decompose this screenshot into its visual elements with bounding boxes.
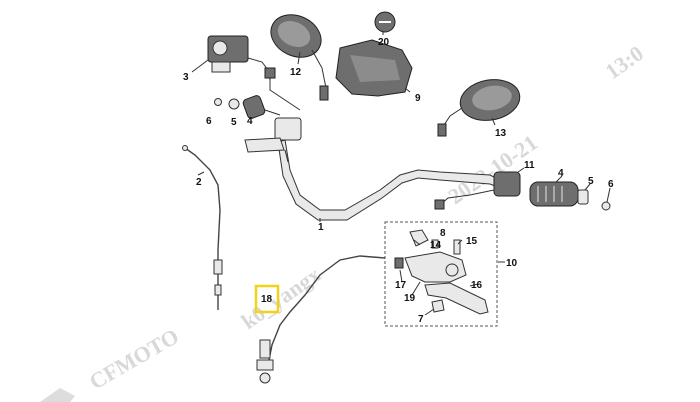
washer-5-left <box>228 98 240 110</box>
leader-3 <box>191 59 209 73</box>
switch-17 <box>394 257 404 269</box>
callout-9: 9 <box>415 93 421 104</box>
leader-4b <box>555 175 563 183</box>
reservoir-14 <box>409 229 429 247</box>
callout-5-left: 5 <box>231 117 237 128</box>
callout-13: 13 <box>495 128 507 139</box>
brake-master-clamp <box>445 263 459 277</box>
callout-2: 2 <box>196 177 202 188</box>
leader-11 <box>517 167 525 173</box>
callout-15: 15 <box>466 236 478 247</box>
right-mirror-bolt <box>437 123 447 137</box>
callout-18: 18 <box>261 294 273 305</box>
leader-15 <box>457 239 463 245</box>
bolt-6-right <box>601 201 611 211</box>
banjo-bolt <box>259 372 271 384</box>
banjo-fitting <box>256 359 274 371</box>
leader-13 <box>491 117 496 126</box>
leader-6b <box>606 187 611 203</box>
bolt-6-left <box>214 98 222 106</box>
callout-12: 12 <box>290 67 302 78</box>
left-mirror-glass <box>277 20 311 48</box>
left-mirror-stem <box>311 49 327 89</box>
callout-10: 10 <box>506 258 518 269</box>
leader-19 <box>411 281 421 296</box>
right-mirror-glass <box>472 85 512 111</box>
right-grip-ribs <box>537 186 563 202</box>
callout-4-right: 4 <box>558 168 564 179</box>
callout-17: 17 <box>395 280 407 291</box>
leader-14 <box>413 239 421 246</box>
cable-2-end-top <box>182 145 188 151</box>
bar-end-5 <box>577 189 589 205</box>
bolt-15 <box>453 239 461 255</box>
brake-assembly-box <box>384 221 498 327</box>
callout-7: 7 <box>418 314 424 325</box>
leader-7 <box>424 308 435 316</box>
right-switch-connector <box>434 199 445 210</box>
right-switch-11 <box>493 171 521 197</box>
callout-4-left: 4 <box>247 116 253 127</box>
leader-5b <box>584 183 591 191</box>
watermark-brand: CFMOTO <box>85 323 183 394</box>
cable-2-sleeve <box>214 284 222 296</box>
leader-9 <box>404 87 411 93</box>
left-lever <box>244 137 285 153</box>
brake-lever-16 <box>424 282 489 315</box>
callout-16: 16 <box>471 280 483 291</box>
callout-5-right: 5 <box>588 176 594 187</box>
callout-6-right: 6 <box>608 179 614 190</box>
leader-2 <box>197 171 205 176</box>
callout-3: 3 <box>183 72 189 83</box>
master-cylinder-connector <box>264 67 276 79</box>
lever-bolt-7 <box>431 299 445 313</box>
leader-17 <box>399 269 403 283</box>
leader-12 <box>297 51 301 65</box>
master-cylinder-cap <box>212 40 228 56</box>
master-cylinder-base <box>211 61 231 73</box>
left-grip-line <box>264 109 281 116</box>
hand-guard-face <box>350 55 400 82</box>
hose-fitting <box>259 339 271 359</box>
callout-8: 8 <box>440 228 446 239</box>
left-clutch-perch <box>274 117 302 141</box>
leader-16 <box>469 283 479 287</box>
left-lever-pivot <box>284 149 289 163</box>
callout-14: 14 <box>430 240 442 251</box>
callout-6-left: 6 <box>206 116 212 127</box>
watermark-logo <box>40 388 75 402</box>
master-cylinder-wire-2 <box>269 78 301 111</box>
callout-11: 11 <box>524 160 535 171</box>
brake-hose-18 <box>267 255 386 366</box>
watermark-time: 13:0 <box>601 40 648 84</box>
highlight-box-18 <box>254 284 280 314</box>
callout-20: 20 <box>378 37 390 48</box>
callout-19: 19 <box>404 293 416 304</box>
cable-2-adjuster <box>213 259 223 275</box>
callout-1: 1 <box>318 222 324 233</box>
left-grip-4 <box>242 95 266 119</box>
handlebar <box>277 139 501 221</box>
bolt-8 <box>431 239 439 249</box>
left-mirror-bolt <box>319 85 329 101</box>
